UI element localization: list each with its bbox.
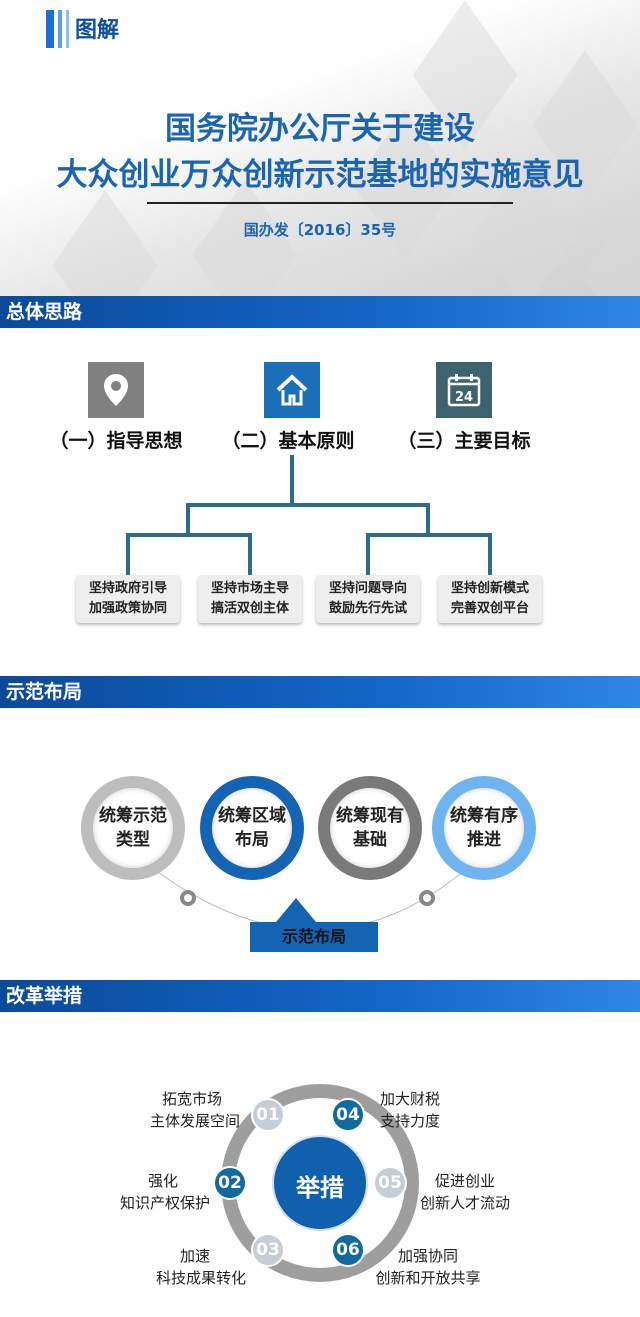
measure-text: 拓宽市场主体发展空间	[118, 1088, 240, 1132]
layout-circle: 统筹现有基础	[318, 776, 422, 880]
pillar-main-goals: （三）主要目标	[374, 426, 554, 453]
principle-box: 坚持政府引导加强政策协同	[76, 575, 180, 623]
layout-circle: 统筹示范类型	[81, 776, 185, 880]
measure-number: 06	[331, 1233, 365, 1267]
page-title-line2: 大众创业万众创新示范基地的实施意见	[0, 149, 640, 194]
principle-box: 坚持市场主导搞活双创主体	[198, 575, 302, 623]
arc-marker-right	[421, 892, 433, 904]
layout-circle: 统筹有序推进	[432, 776, 536, 880]
section-header-demo-layout: 示范布局	[0, 676, 640, 708]
title-divider	[147, 202, 513, 204]
measure-text: 加速科技成果转化	[116, 1245, 246, 1289]
measure-number: 04	[331, 1098, 365, 1132]
layout-circle: 统筹区域布局	[200, 776, 304, 880]
header-banner: 图解 国务院办公厅关于建设 大众创业万众创新示范基地的实施意见 国办发〔2016…	[0, 0, 640, 296]
measure-number: 03	[251, 1233, 285, 1267]
location-pin-icon	[88, 362, 144, 418]
measure-text: 加强协同创新和开放共享	[372, 1245, 484, 1289]
pillar-guiding-thought: （一）指导思想	[26, 426, 206, 453]
page-title-line1: 国务院办公厅关于建设	[0, 103, 640, 148]
measure-text: 促进创业创新人才流动	[415, 1170, 515, 1214]
section-header-overall-approach: 总体思路	[0, 296, 640, 328]
calendar-icon: 24	[436, 362, 492, 418]
measure-number: 02	[213, 1166, 247, 1200]
measure-text: 加大财税支持力度	[380, 1088, 510, 1132]
home-icon	[264, 362, 320, 418]
svg-text:24: 24	[455, 390, 473, 405]
measure-number: 01	[251, 1098, 285, 1132]
logo-text: 图解	[75, 12, 119, 44]
measure-number: 05	[373, 1166, 407, 1200]
arc-marker-left	[182, 892, 194, 904]
pillar-basic-principles: （二）基本原则	[198, 426, 378, 453]
measure-text: 强化知识产权保护	[80, 1170, 210, 1214]
doc-number: 国办发〔2016〕35号	[0, 219, 640, 240]
section-header-reform-measures: 改革举措	[0, 980, 640, 1012]
layout-base-label: 示范布局	[250, 922, 378, 952]
principle-box: 坚持问题导向鼓励先行先试	[316, 575, 420, 623]
principle-box: 坚持创新模式完善双创平台	[438, 575, 542, 623]
measures-center-label: 举措	[270, 1168, 370, 1203]
pointer-triangle	[276, 898, 316, 922]
